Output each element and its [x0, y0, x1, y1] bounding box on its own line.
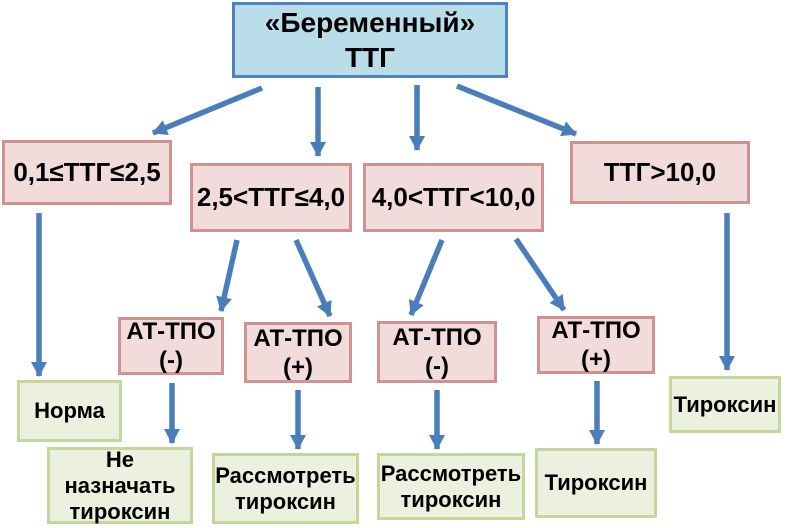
node-attpo-negative-1: АТ-ТПО (-) — [118, 317, 224, 375]
node-attpo-negative-2: АТ-ТПО (-) — [377, 321, 497, 383]
node-attpo-positive-1: АТ-ТПО (+) — [244, 322, 352, 383]
arrow-root-to-range4 — [455, 83, 578, 137]
arrow-range3-to-attpo-neg-2 — [408, 238, 445, 317]
node-consider-thyroxine-2: Рассмотреть тироксин — [377, 453, 525, 520]
node-range-4-0-to-10-0: 4,0<ТТГ<10,0 — [363, 163, 544, 232]
arrow-range2-to-attpo-neg-1 — [216, 239, 240, 312]
node-no-thyroxine: Не назначать тироксин — [47, 447, 193, 524]
node-range-0-1-to-2-5: 0,1≤ТТГ≤2,5 — [2, 140, 172, 205]
node-consider-thyroxine-1: Рассмотреть тироксин — [212, 453, 359, 524]
node-pregnant-ttg: «Беременный» ТТГ — [232, 2, 508, 78]
arrow-range2-to-attpo-pos-1 — [293, 238, 333, 318]
node-attpo-positive-2: АТ-ТПО (+) — [537, 316, 655, 374]
node-range-2-5-to-4-0: 2,5<ТТГ≤4,0 — [190, 163, 352, 232]
node-range-over-10-0: ТТГ>10,0 — [570, 141, 750, 204]
node-thyroxine-right: Тироксин — [669, 376, 781, 433]
node-thyroxine-bottom: Тироксин — [535, 448, 657, 518]
node-norma: Норма — [17, 380, 122, 442]
arrow-range3-to-attpo-pos-2 — [513, 237, 567, 312]
arrow-root-to-range1 — [151, 85, 264, 136]
